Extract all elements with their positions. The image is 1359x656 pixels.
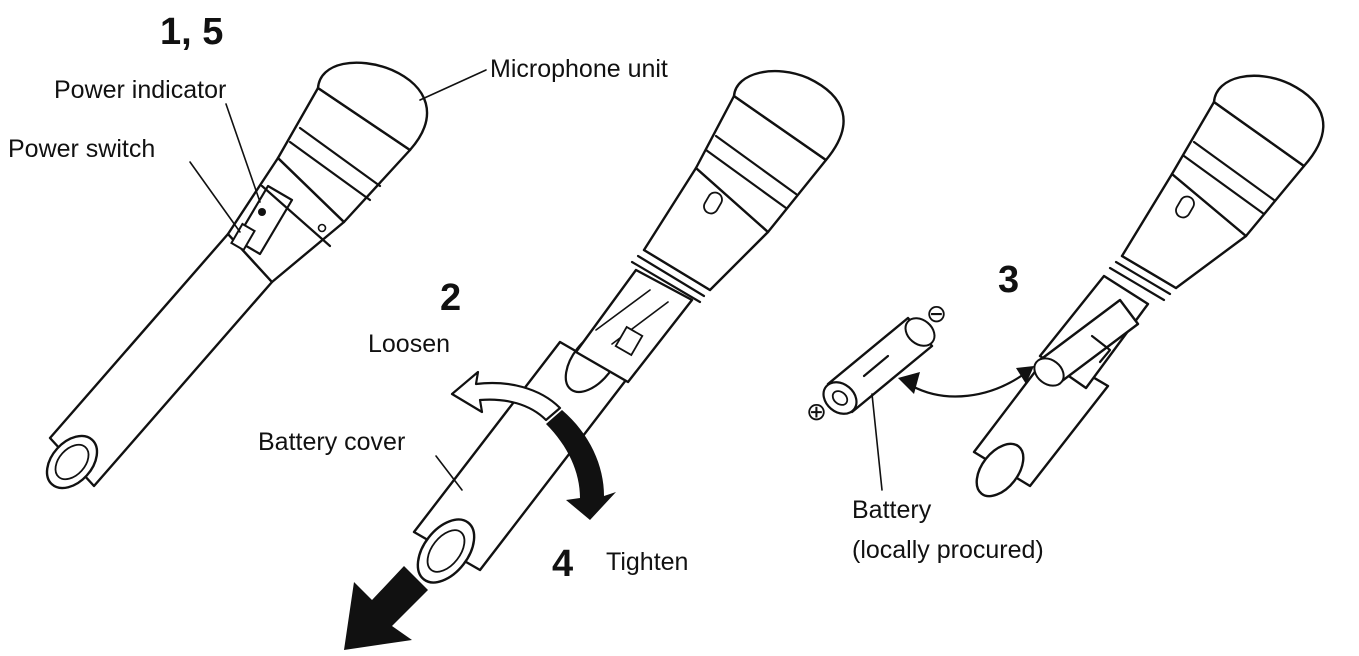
microphone-unit-label: Microphone unit bbox=[490, 55, 668, 83]
insert-arrow-icon bbox=[910, 372, 1026, 398]
tighten-label: Tighten bbox=[606, 548, 688, 576]
step-4-label: 4 bbox=[552, 543, 573, 585]
power-indicator-label: Power indicator bbox=[54, 76, 226, 104]
loosen-arrow-icon bbox=[450, 370, 562, 422]
battery-cover-label: Battery cover bbox=[258, 428, 405, 456]
microphone-cover-removed bbox=[412, 69, 845, 584]
step-1-5-label: 1, 5 bbox=[160, 11, 223, 53]
power-switch-icon bbox=[230, 222, 256, 252]
plus-symbol: ⊕ bbox=[806, 398, 827, 426]
step-2-label: 2 bbox=[440, 277, 461, 319]
pull-out-arrow-icon bbox=[344, 566, 428, 650]
microphone-assembled bbox=[45, 61, 429, 490]
microphone-battery-inserted bbox=[972, 74, 1325, 498]
battery-loose bbox=[822, 316, 936, 415]
loosen-label: Loosen bbox=[368, 330, 450, 358]
step-3-label: 3 bbox=[998, 259, 1019, 301]
power-switch-label: Power switch bbox=[8, 135, 155, 163]
battery-procured-label: (locally procured) bbox=[852, 536, 1044, 564]
battery-label: Battery bbox=[852, 496, 932, 524]
tighten-arrow-icon bbox=[546, 410, 616, 520]
minus-symbol: ⊖ bbox=[926, 300, 947, 328]
power-indicator-icon bbox=[258, 208, 266, 216]
